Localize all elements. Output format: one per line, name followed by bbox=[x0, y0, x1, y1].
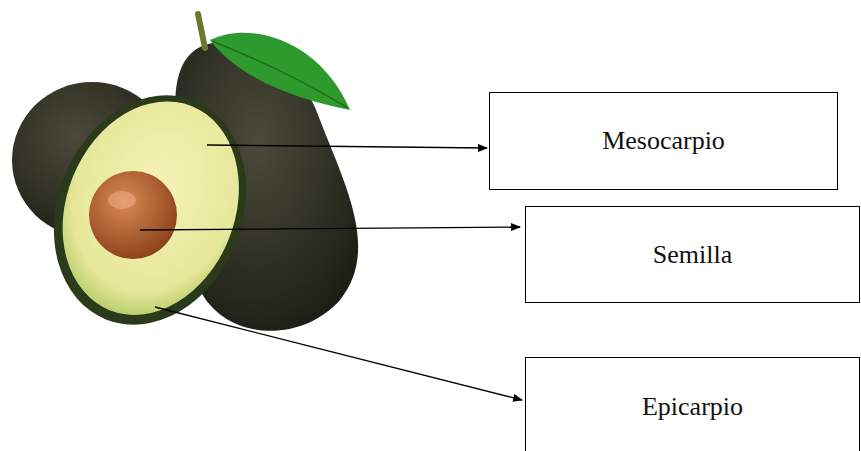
leaf bbox=[210, 33, 350, 110]
label-box: Semilla bbox=[525, 206, 860, 303]
part-name: Epicarpio bbox=[632, 392, 753, 422]
leader-line bbox=[140, 227, 520, 230]
avocado-half bbox=[20, 66, 279, 354]
part-name: Mesocarpio bbox=[592, 126, 735, 156]
avocado-seed bbox=[89, 171, 177, 259]
leader-line bbox=[207, 145, 487, 148]
label-box: Mesocarpio bbox=[489, 92, 838, 190]
label-box: Epicarpio bbox=[525, 357, 860, 451]
part-name: Semilla bbox=[643, 240, 742, 270]
leader-line bbox=[155, 307, 522, 400]
